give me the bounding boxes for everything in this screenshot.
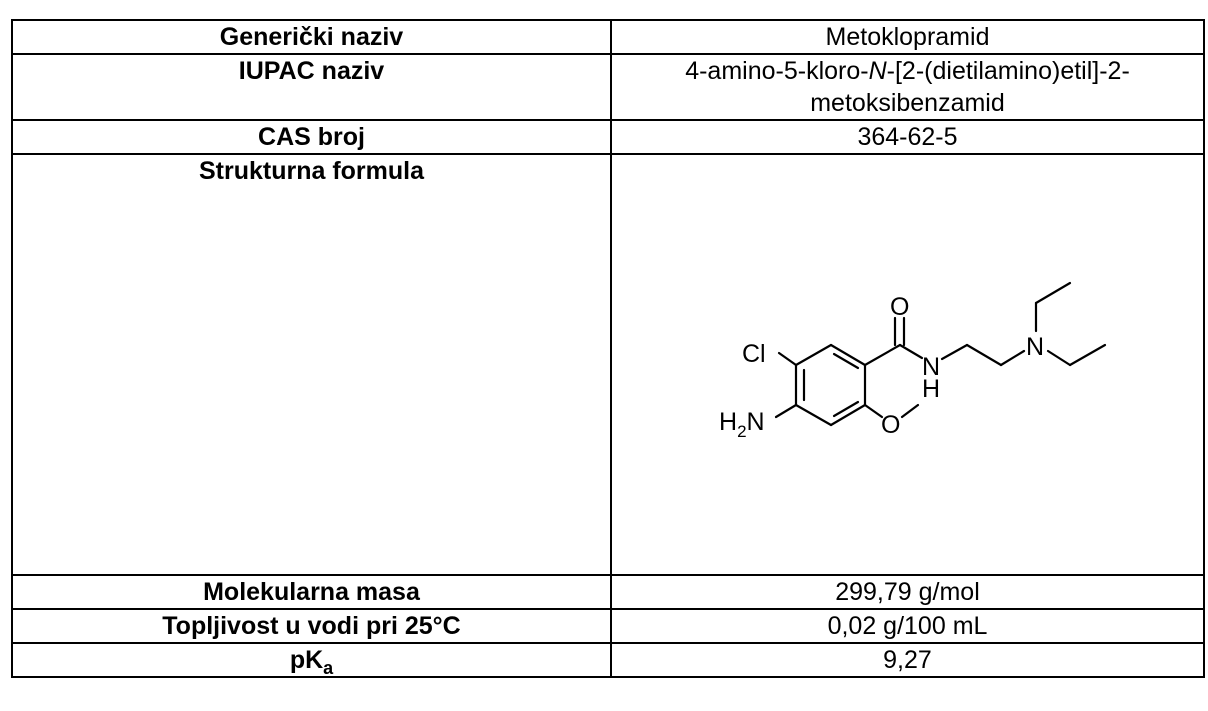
pka-label: pKa xyxy=(11,642,612,678)
bond-nh2 xyxy=(774,403,798,419)
bond-ethyl-a xyxy=(1034,281,1072,305)
structural-formula-label: Strukturna formula xyxy=(11,153,612,576)
atom-n-amide: N xyxy=(922,353,940,381)
bond-ch2-n xyxy=(999,349,1026,367)
bond-ring-5 xyxy=(794,403,833,427)
solubility-value: 0,02 g/100 mL xyxy=(610,608,1205,644)
atom-o-methoxy: O xyxy=(881,411,900,439)
atom-h2n-n: N xyxy=(747,408,765,436)
atom-h2n-h: H xyxy=(719,408,737,436)
pka-value: 9,27 xyxy=(610,642,1205,678)
bond-n-ch2 xyxy=(940,343,969,361)
atom-n-amine: N xyxy=(1026,333,1044,361)
bond-ch2-ch2 xyxy=(965,343,1003,367)
bond-c-carbonyl xyxy=(863,343,902,367)
generic-name-label: Generički naziv xyxy=(11,19,612,55)
row-pka: pKa 9,27 xyxy=(11,642,1205,678)
molecular-mass-value: 299,79 g/mol xyxy=(610,574,1205,610)
structural-formula-cell: Cl H2N O O N xyxy=(610,153,1205,576)
row-iupac-name: IUPAC naziv 4-amino-5-kloro-N-[2-(dietil… xyxy=(11,53,1205,121)
row-cas-number: CAS broj 364-62-5 xyxy=(11,119,1205,155)
bond-ring-1 xyxy=(794,343,833,367)
bond-cl xyxy=(777,351,798,367)
bond-ethyl-b xyxy=(1068,343,1107,367)
bond-o-methoxy xyxy=(863,403,884,419)
atom-h-amide: H xyxy=(922,375,940,403)
cas-number-value: 364-62-5 xyxy=(610,119,1205,155)
iupac-name-line2: metoksibenzamid xyxy=(810,89,1005,117)
row-generic-name: Generički naziv Metoklopramid xyxy=(11,19,1205,55)
iupac-name-part2: -[2-(dietilamino)etil]-2- xyxy=(886,57,1130,85)
metoclopramide-structure: Cl H2N O O N xyxy=(719,281,1107,441)
bond-n-ethyl-b xyxy=(1046,349,1072,367)
atom-h2n-sub: 2 xyxy=(737,422,746,441)
cas-number-label: CAS broj xyxy=(11,119,612,155)
atom-cl: Cl xyxy=(742,340,766,368)
bond-ring-double-2 xyxy=(832,352,860,370)
iupac-name-value: 4-amino-5-kloro-N-[2-(dietilamino)etil]-… xyxy=(610,53,1205,121)
molecular-mass-label: Molekularna masa xyxy=(11,574,612,610)
row-solubility: Topljivost u vodi pri 25°C 0,02 g/100 mL xyxy=(11,608,1205,644)
iupac-name-label: IUPAC naziv xyxy=(11,53,612,121)
bond-c-n-amide xyxy=(898,343,924,360)
row-molecular-mass: Molekularna masa 299,79 g/mol xyxy=(11,574,1205,610)
pka-label-sub: a xyxy=(323,658,334,678)
bond-methyl xyxy=(900,403,920,419)
properties-table: Generički naziv Metoklopramid IUPAC nazi… xyxy=(11,19,1205,678)
bond-ring-2 xyxy=(829,343,867,367)
iupac-name-italic-n: N xyxy=(868,57,887,85)
structure-wrapper: Cl H2N O O N xyxy=(612,155,1203,574)
atom-h2n: H2N xyxy=(719,408,765,441)
solubility-label: Topljivost u vodi pri 25°C xyxy=(11,608,612,644)
bond-ring-double-3 xyxy=(832,400,860,418)
bond-ring-4 xyxy=(829,403,867,427)
row-structural-formula: Strukturna formula Cl xyxy=(11,153,1205,576)
pka-label-main: pK xyxy=(289,646,324,674)
iupac-name-part1: 4-amino-5-kloro- xyxy=(685,57,869,85)
generic-name-value: Metoklopramid xyxy=(610,19,1205,55)
atom-o-carbonyl: O xyxy=(890,293,909,321)
